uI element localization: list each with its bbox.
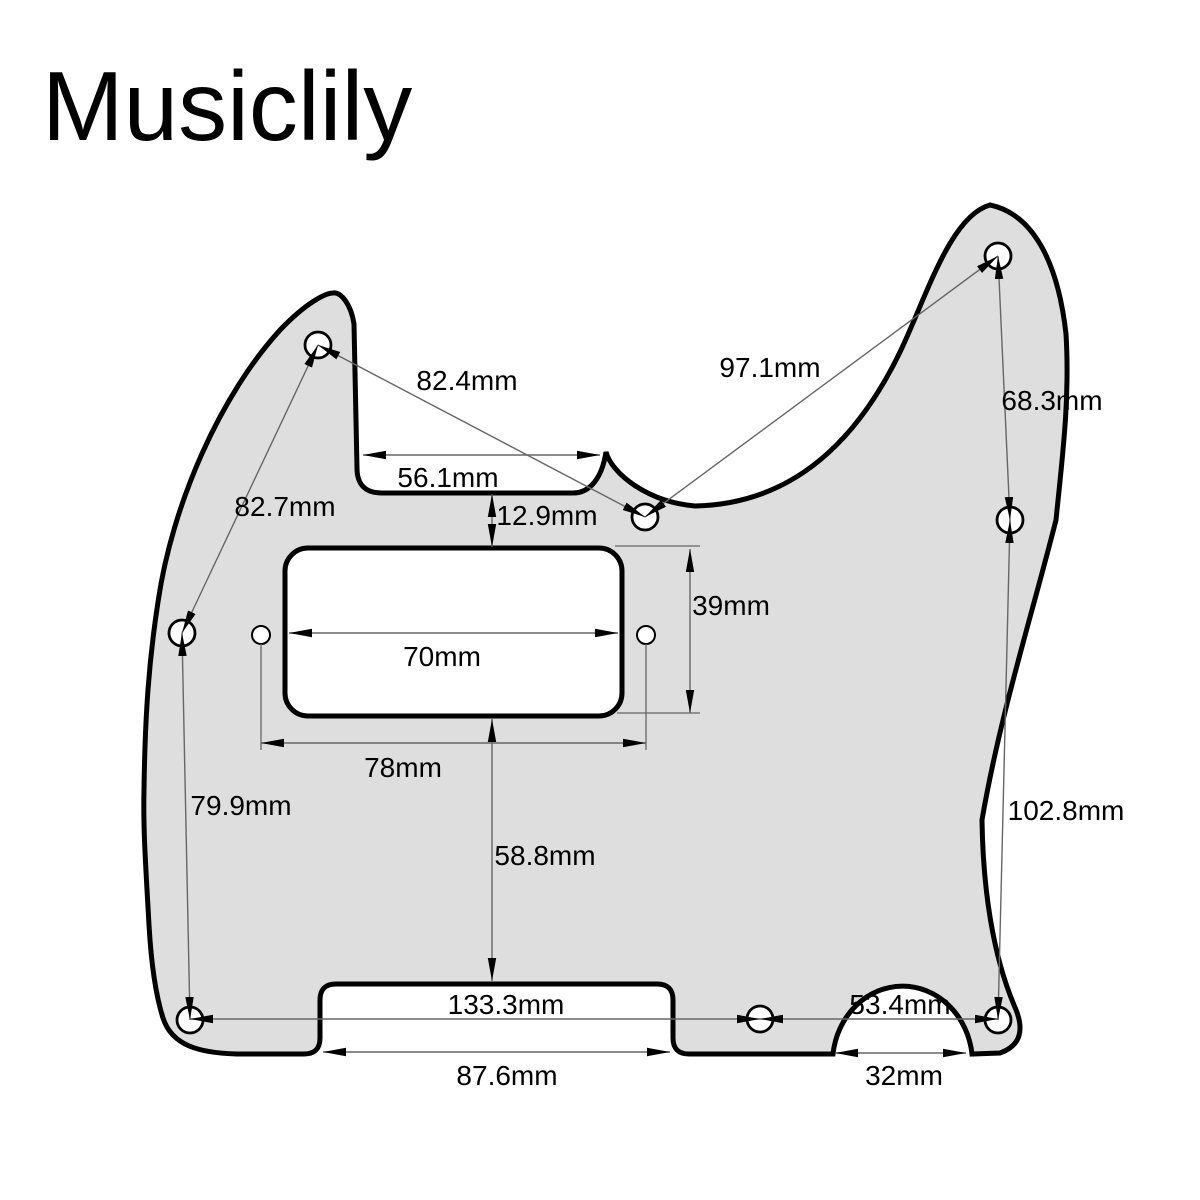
dim-label-78: 78mm [364, 752, 442, 783]
dim-label-53-4: 53.4mm [849, 989, 950, 1020]
pickup-mount-hole-left [251, 625, 271, 645]
dim-label-56-1: 56.1mm [397, 462, 498, 493]
dim-label-87-6: 87.6mm [456, 1060, 557, 1091]
dim-label-82-7: 82.7mm [234, 491, 335, 522]
pickup-mount-hole-right [636, 625, 656, 645]
dim-line-82-7 [181, 344, 319, 634]
dim-label-70: 70mm [403, 641, 481, 672]
humbucker-cutout [282, 545, 625, 719]
dim-line-82-4 [317, 344, 646, 518]
dim-label-68-3: 68.3mm [1001, 385, 1102, 416]
dim-label-133-3: 133.3mm [448, 989, 565, 1020]
dim-label-58-8: 58.8mm [494, 840, 595, 871]
dim-line-79-9 [178, 632, 194, 1021]
dim-label-82-4: 82.4mm [416, 365, 517, 396]
dim-label-97-1: 97.1mm [719, 352, 820, 383]
dim-label-79-9: 79.9mm [190, 790, 291, 821]
dim-label-39: 39mm [692, 590, 770, 621]
dim-label-102-8: 102.8mm [1008, 795, 1125, 826]
brand-logo: Musiclily [42, 51, 412, 161]
dim-line-102-8 [994, 519, 1014, 1021]
dim-line-97-1 [644, 255, 999, 518]
dim-label-32: 32mm [865, 1060, 943, 1091]
dim-label-12-9: 12.9mm [496, 500, 597, 531]
dim-line-68-3 [994, 255, 1014, 521]
